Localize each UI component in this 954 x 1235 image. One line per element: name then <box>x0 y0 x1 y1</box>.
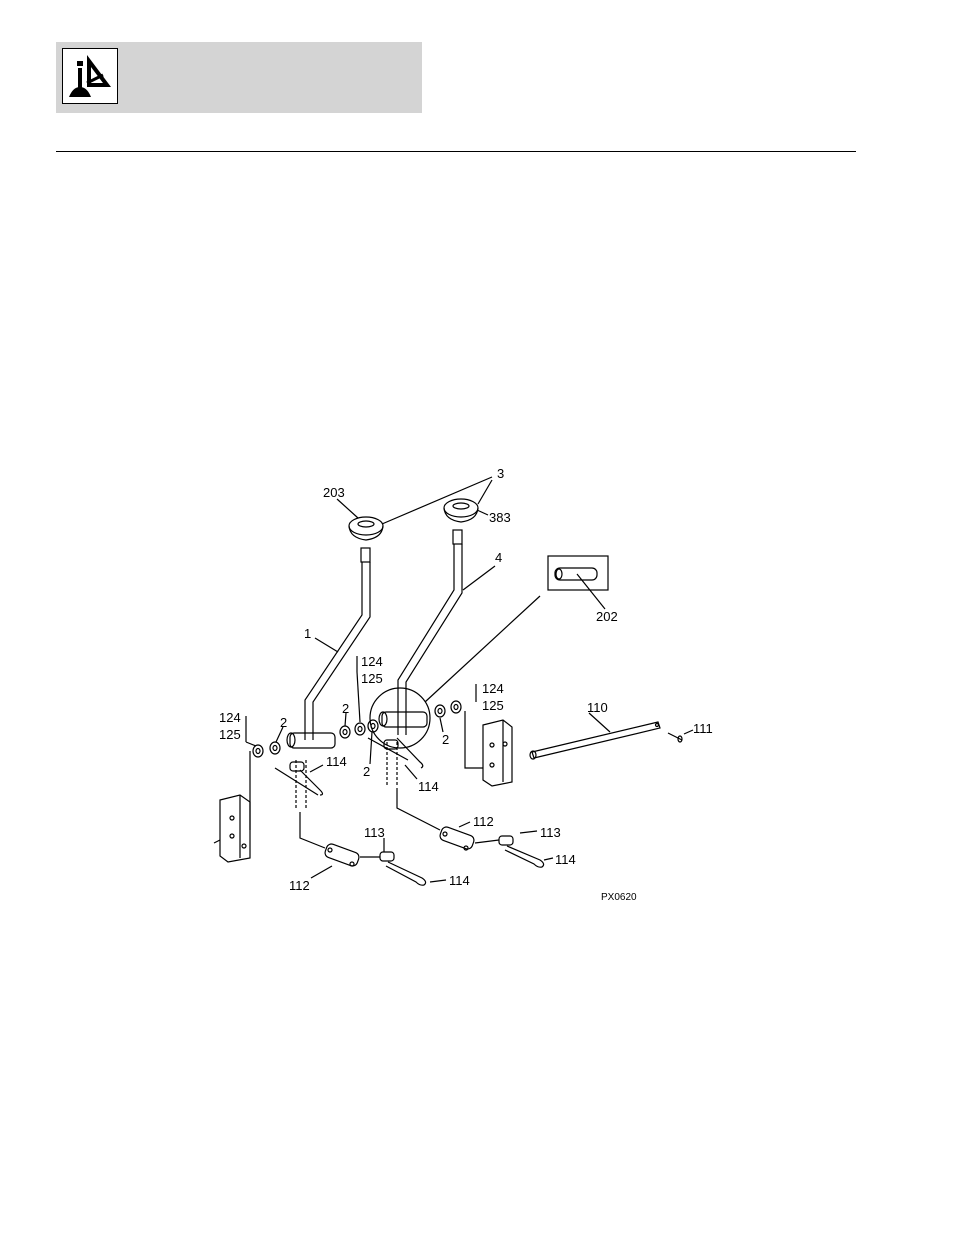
callout-203: 203 <box>323 485 345 500</box>
pin-113-right <box>499 836 513 845</box>
left-bracket <box>220 795 250 862</box>
callout-114-bottom: 114 <box>449 873 470 888</box>
callout-4: 4 <box>495 550 502 565</box>
clevis-112-left <box>324 843 361 868</box>
cotter-114-b <box>505 846 544 867</box>
inset-202 <box>548 556 608 590</box>
callout-114-right: 114 <box>555 852 576 867</box>
callout-2-lower: 2 <box>363 764 370 779</box>
callout-2-left: 2 <box>280 715 287 730</box>
callout-202: 202 <box>596 609 618 624</box>
figure-code: PX0620 <box>601 892 637 903</box>
clevis-112-right <box>439 826 476 851</box>
callout-112-left: 112 <box>289 878 310 893</box>
callout-124-right: 124 <box>482 681 504 696</box>
callout-114-middle: 114 <box>418 779 439 794</box>
callout-112-right: 112 <box>473 814 494 829</box>
pin-113-left <box>380 852 394 861</box>
lever-4-hub <box>382 712 427 727</box>
cotter-114-d <box>397 738 423 768</box>
callout-125-right: 125 <box>482 698 504 713</box>
shaft-110 <box>532 722 660 758</box>
callout-125-top: 125 <box>361 671 383 686</box>
callout-2-middle: 2 <box>342 701 349 716</box>
knob-383 <box>444 499 478 517</box>
callout-1: 1 <box>304 626 311 641</box>
callout-3: 3 <box>497 466 504 481</box>
callout-113-right: 113 <box>540 825 561 840</box>
callout-383: 383 <box>489 510 511 525</box>
callout-111: 111 <box>693 721 713 736</box>
callout-124-top: 124 <box>361 654 383 669</box>
callout-2-right: 2 <box>442 732 449 747</box>
callout-110: 110 <box>587 700 608 715</box>
knob-203 <box>349 517 383 535</box>
callout-125-left: 125 <box>219 727 241 742</box>
callout-113-left: 113 <box>364 825 385 840</box>
cotter-114-a <box>386 862 426 885</box>
callout-124-left: 124 <box>219 710 241 725</box>
right-bracket <box>483 720 512 786</box>
callout-114-left: 114 <box>326 754 347 769</box>
